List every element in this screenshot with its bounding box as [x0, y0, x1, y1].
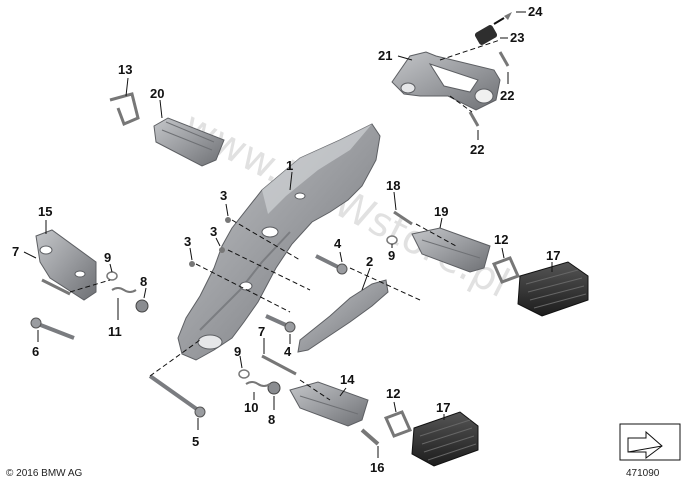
callout-label: 2	[366, 254, 373, 269]
main-footrest-bracket	[177, 123, 381, 361]
callout-9a: 9	[104, 250, 113, 273]
callout-14: 14	[339, 372, 355, 397]
callout-label: 14	[340, 372, 355, 387]
spring-pin-assembly	[474, 12, 512, 45]
callout-label: 7	[258, 324, 265, 339]
callout-4b: 4	[284, 334, 292, 359]
callout-label: 20	[150, 86, 164, 101]
callout-label: 17	[436, 400, 450, 415]
callout-3a: 3	[220, 188, 229, 217]
callout-label: 19	[434, 204, 448, 219]
callout-label: 21	[378, 48, 392, 63]
bolt-4-upper	[315, 254, 348, 275]
callout-8a: 8	[140, 274, 147, 299]
callout-18: 18	[386, 178, 400, 211]
callout-21: 21	[378, 48, 413, 63]
callout-label: 12	[494, 232, 508, 247]
bolt-5	[148, 374, 206, 418]
assembly-dashed-lines	[69, 39, 501, 401]
orientation-arrow-icon	[619, 423, 681, 461]
callout-label: 23	[510, 30, 524, 45]
callout-label: 1	[286, 158, 293, 173]
spring-clip-13	[109, 92, 140, 126]
callout-label: 4	[284, 344, 292, 359]
left-hinge-bracket	[35, 229, 97, 301]
callout-label: 6	[32, 344, 39, 359]
bolt-6	[30, 317, 75, 340]
callout-label: 10	[244, 400, 258, 415]
callout-4a: 4	[334, 236, 343, 263]
callout-7a: 7	[12, 244, 37, 259]
callout-label: 8	[140, 274, 147, 289]
spring-clip-12-upper	[491, 256, 521, 284]
rubber-footpeg-pad-upper	[517, 261, 589, 317]
callout-label: 22	[500, 88, 514, 103]
callout-label: 15	[38, 204, 52, 219]
bolt-4-lower	[265, 314, 296, 333]
callout-label: 8	[268, 412, 275, 427]
callout-12b: 12	[386, 386, 400, 413]
callout-17a: 17	[546, 248, 560, 272]
spring-clip-12-lower	[383, 410, 413, 438]
callout-9c: 9	[388, 244, 395, 263]
callout-19: 19	[434, 204, 448, 229]
callout-23: 23	[500, 30, 524, 45]
callout-label: 3	[220, 188, 227, 203]
callout-label: 24	[528, 4, 543, 19]
callout-label: 16	[370, 460, 384, 475]
callout-label: 17	[546, 248, 560, 263]
callout-9b: 9	[234, 344, 243, 369]
callout-label: 5	[192, 434, 199, 449]
callout-3b: 3	[210, 224, 221, 247]
callout-label: 18	[386, 178, 400, 193]
callout-label: 7	[12, 244, 19, 259]
nuts-8	[135, 299, 281, 395]
spring-10-11	[111, 287, 271, 387]
callout-20: 20	[150, 86, 164, 119]
pin-7-lower	[261, 354, 297, 376]
rear-passenger-bracket	[391, 51, 501, 111]
upper-left-footpeg	[153, 117, 225, 167]
callout-24: 24	[516, 4, 543, 19]
callout-label: 3	[184, 234, 191, 249]
screws-3	[189, 217, 231, 267]
copyright-text: © 2016 BMW AG	[6, 468, 83, 479]
image-number: 471090	[626, 468, 660, 479]
pin-18	[393, 210, 413, 226]
callout-17b: 17	[436, 400, 450, 420]
callout-12a: 12	[494, 232, 508, 259]
callout-15: 15	[38, 204, 52, 234]
callout-label: 13	[118, 62, 132, 77]
callout-label: 9	[388, 248, 395, 263]
callout-label: 9	[234, 344, 241, 359]
bolts-22	[468, 51, 510, 127]
callout-6: 6	[32, 330, 39, 359]
callout-10: 10	[244, 392, 258, 415]
lower-footpeg-arm	[289, 381, 369, 427]
callout-22b: 22	[470, 130, 484, 157]
callout-8b: 8	[268, 396, 275, 427]
callout-label: 4	[334, 236, 342, 251]
callout-2: 2	[361, 254, 373, 291]
callout-11: 11	[108, 298, 122, 339]
callout-label: 9	[104, 250, 111, 265]
heel-guard-plate	[297, 279, 389, 353]
pin-16	[360, 428, 380, 446]
pin-7-left	[41, 278, 71, 296]
callout-label: 12	[386, 386, 400, 401]
callout-5: 5	[192, 418, 199, 449]
callout-label: 3	[210, 224, 217, 239]
callout-7b: 7	[258, 324, 265, 354]
callout-label: 22	[470, 142, 484, 157]
callout-3c: 3	[184, 234, 193, 261]
callout-13: 13	[118, 62, 132, 97]
callout-1: 1	[286, 158, 293, 191]
rubber-footpeg-pad-lower	[411, 411, 479, 467]
callout-16: 16	[370, 446, 384, 475]
callout-label: 11	[108, 324, 122, 339]
callout-22a: 22	[500, 72, 514, 103]
